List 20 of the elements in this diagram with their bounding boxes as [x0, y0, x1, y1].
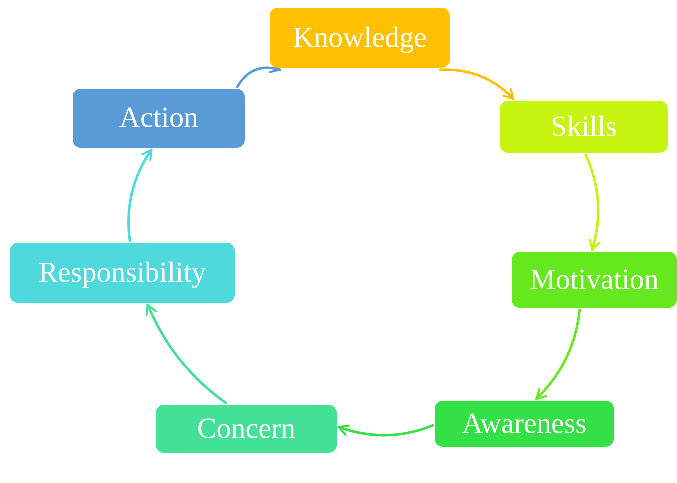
curved-arrow: [584, 154, 601, 252]
curved-arrow: [439, 68, 515, 100]
rounded-box: [435, 401, 614, 447]
node-label: Motivation: [530, 266, 659, 294]
rounded-box: [500, 101, 668, 153]
rounded-box: [512, 252, 677, 308]
rounded-box: [270, 8, 450, 68]
rounded-box: [156, 405, 337, 453]
curved-arrow: [146, 304, 228, 404]
rounded-box: [10, 243, 235, 303]
node-label: Action: [120, 104, 198, 133]
node-label: Knowledge: [293, 24, 427, 52]
node-label: Responsibility: [38, 258, 206, 288]
node-label: Awareness: [462, 410, 587, 438]
curved-arrow: [535, 308, 582, 400]
curved-arrow: [128, 148, 153, 242]
rounded-box: [73, 89, 245, 148]
curved-arrow: [338, 424, 434, 437]
node-label: Skills: [550, 112, 618, 142]
node-label: Concern: [197, 414, 296, 444]
